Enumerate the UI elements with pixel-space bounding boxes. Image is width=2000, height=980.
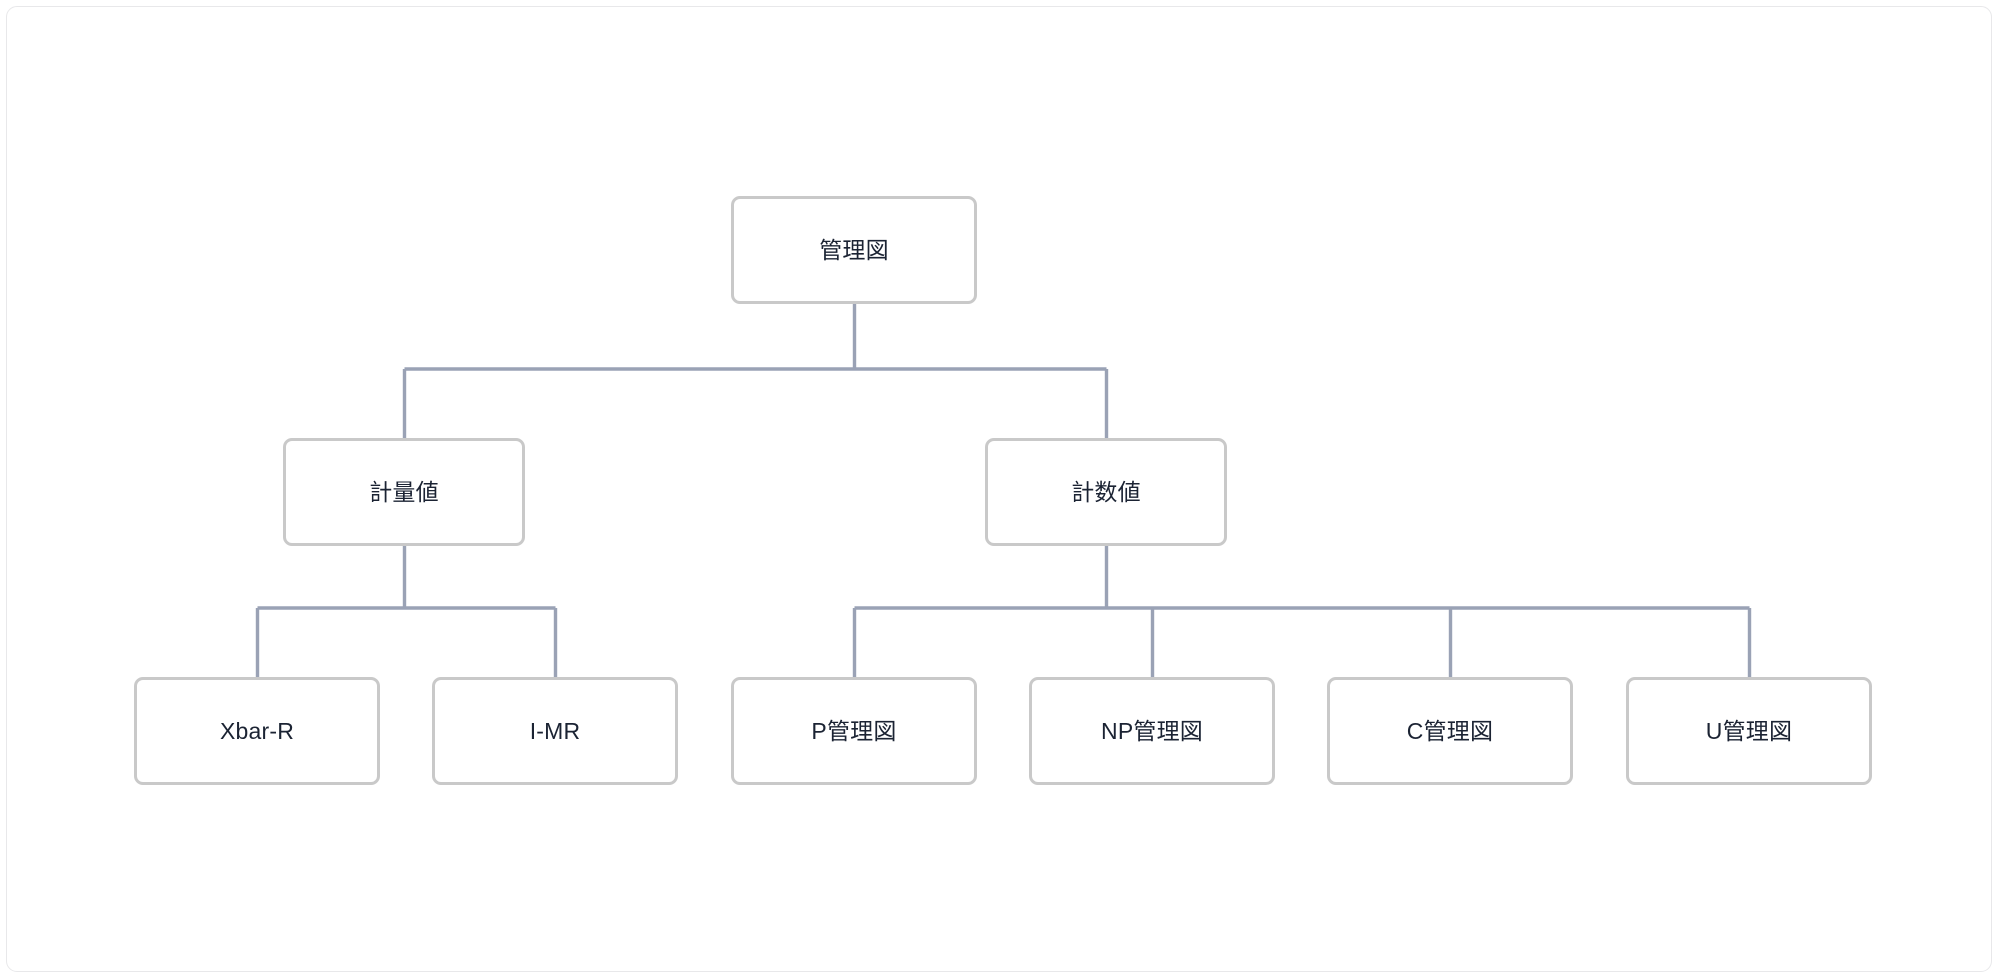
node-leaf-c-chart[interactable]: C管理図 (1327, 677, 1573, 785)
diagram-container: 管理図 計量値 計数値 Xbar-R I-MR P管理図 NP管理図 C管理図 … (6, 6, 1992, 972)
node-keisuchi-label: 計数値 (1071, 478, 1141, 505)
tree-canvas: 管理図 計量値 計数値 Xbar-R I-MR P管理図 NP管理図 C管理図 … (7, 7, 1993, 973)
node-leaf-i-mr-label: I-MR (529, 717, 581, 744)
node-keiryochi[interactable]: 計量値 (283, 438, 525, 546)
node-leaf-xbar-r[interactable]: Xbar-R (134, 677, 380, 785)
node-keiryochi-label: 計量値 (369, 478, 439, 505)
node-leaf-xbar-r-label: Xbar-R (219, 717, 295, 744)
node-leaf-np-chart-label: NP管理図 (1101, 717, 1203, 744)
node-leaf-u-chart[interactable]: U管理図 (1626, 677, 1872, 785)
node-root[interactable]: 管理図 (731, 196, 977, 304)
node-leaf-u-chart-label: U管理図 (1705, 717, 1793, 744)
node-leaf-p-chart-label: P管理図 (811, 717, 897, 744)
node-leaf-i-mr[interactable]: I-MR (432, 677, 678, 785)
node-leaf-c-chart-label: C管理図 (1406, 717, 1494, 744)
node-keisuchi[interactable]: 計数値 (985, 438, 1227, 546)
node-leaf-np-chart[interactable]: NP管理図 (1029, 677, 1275, 785)
node-root-label: 管理図 (819, 236, 889, 263)
node-leaf-p-chart[interactable]: P管理図 (731, 677, 977, 785)
